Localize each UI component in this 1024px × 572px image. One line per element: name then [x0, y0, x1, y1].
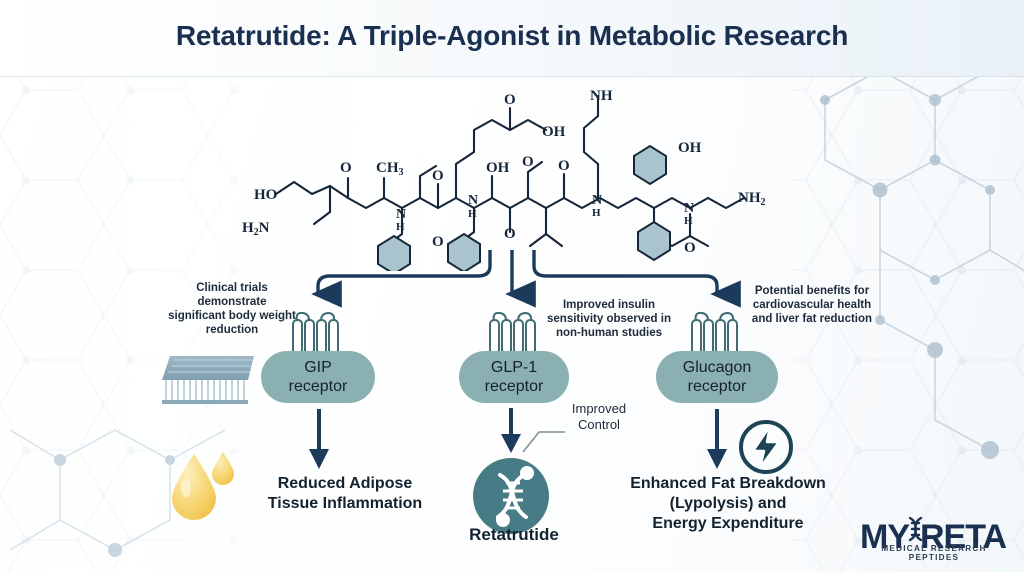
svg-text:O: O	[340, 160, 352, 176]
svg-text:O: O	[432, 168, 444, 184]
logo-text-my: MY	[860, 518, 910, 556]
receptor-label-line2: receptor	[288, 378, 348, 395]
oil-droplet-icon	[172, 452, 234, 520]
callout-improved-control: Improved Control	[556, 401, 642, 433]
logo-text-reta: RETA	[920, 518, 1006, 556]
svg-text:O: O	[684, 240, 696, 256]
glucagon-receptor-helix-icon	[691, 311, 738, 355]
logo-dna-icon	[908, 516, 923, 542]
svg-text:N: N	[592, 193, 602, 208]
svg-text:OH: OH	[678, 140, 702, 156]
svg-text:O: O	[558, 158, 570, 174]
svg-text:H: H	[468, 208, 477, 220]
outcome-line1: Reduced Adipose	[277, 475, 413, 492]
annotation-glp1: Improved insulin sensitivity observed in…	[547, 299, 671, 339]
myreta-logo[interactable]: MY RETA	[858, 512, 1010, 560]
svg-text:NH: NH	[590, 88, 613, 104]
header-band	[0, 0, 1024, 77]
receptor-label-line1: GLP-1	[490, 359, 538, 376]
branch-arrows	[311, 250, 741, 308]
receptor-label-line1: GIP	[304, 359, 332, 376]
receptor-pill-glucagon[interactable]: Glucagon receptor	[656, 351, 778, 403]
glp1-receptor-helix-icon	[489, 311, 536, 355]
page-title: Retatrutide: A Triple-Agonist in Metabol…	[175, 20, 849, 51]
receptor-label-line2: receptor	[484, 378, 544, 395]
svg-text:N: N	[396, 207, 406, 222]
lipid-membrane-icon	[162, 356, 254, 404]
svg-text:O: O	[432, 234, 444, 250]
svg-text:N: N	[468, 193, 478, 208]
outcome-line1: Retatrutide	[469, 525, 559, 544]
svg-text:O: O	[504, 92, 516, 108]
arrow-glucagon-to-outcome	[707, 409, 727, 469]
annotation-glucagon: Potential benefits for cardiovascular he…	[751, 285, 873, 325]
receptor-pill-glp1[interactable]: GLP-1 receptor	[459, 351, 569, 403]
svg-text:H: H	[396, 221, 405, 233]
svg-text:HO: HO	[254, 187, 277, 203]
outcome-line3: Energy Expenditure	[652, 515, 804, 532]
svg-text:OH: OH	[542, 124, 566, 140]
receptor-pill-gip[interactable]: GIP receptor	[261, 351, 375, 403]
callout-line2: Control	[578, 417, 620, 432]
receptor-label-line1: Glucagon	[682, 359, 752, 376]
callout-line1: Improved	[571, 401, 627, 416]
outcome-line2: Tissue Inflammation	[267, 495, 423, 512]
svg-text:CH3: CH3	[376, 160, 404, 178]
svg-text:NH2: NH2	[738, 190, 766, 208]
outcome-glp1: Retatrutide	[424, 525, 604, 545]
logo-tagline: MEDICAL RESEARCH PEPTIDES	[881, 544, 987, 562]
svg-text:H: H	[592, 207, 601, 219]
arrow-gip-to-outcome	[309, 409, 329, 469]
outcome-gip: Reduced Adipose Tissue Inflammation	[230, 474, 460, 514]
gip-receptor-helix-icon	[292, 311, 339, 355]
retatrutide-molecule-diagram: HO H2N O CH3 N H O O N H OH O O O O OH N…	[242, 88, 766, 271]
annotation-gip: Clinical trials demonstrate significant …	[168, 282, 296, 336]
outcome-line2: (Lypolysis) and	[669, 495, 787, 512]
outcome-line1: Enhanced Fat Breakdown	[630, 475, 826, 492]
receptor-label-line2: receptor	[687, 378, 747, 395]
svg-text:N: N	[684, 201, 694, 216]
arrow-glp1-to-outcome	[501, 408, 521, 453]
svg-text:H2N: H2N	[242, 220, 270, 238]
dna-helix-icon	[473, 458, 549, 534]
svg-text:OH: OH	[486, 160, 510, 176]
svg-text:H: H	[684, 215, 693, 227]
svg-text:O: O	[504, 226, 516, 242]
svg-text:O: O	[522, 154, 534, 170]
lightning-bolt-icon	[739, 420, 793, 474]
callout-leader-line	[522, 431, 565, 453]
outcome-glucagon: Enhanced Fat Breakdown (Lypolysis) and E…	[600, 474, 856, 534]
